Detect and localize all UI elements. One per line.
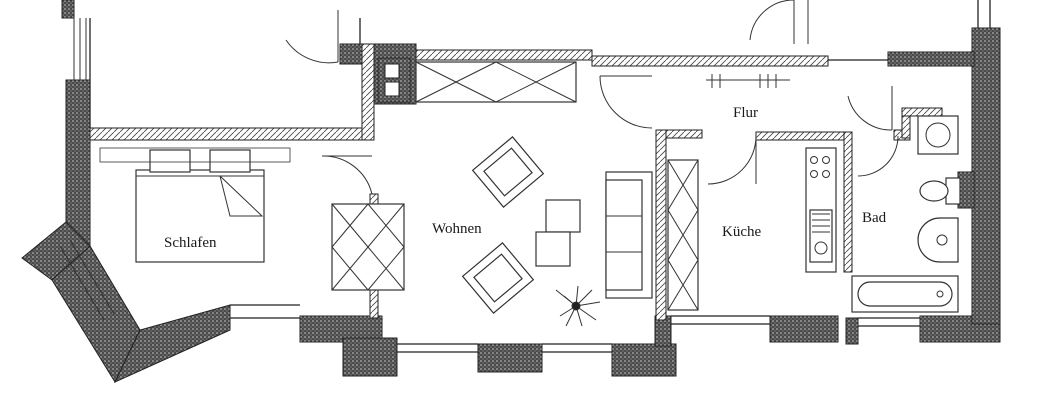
wardrobe-living-top	[415, 61, 577, 103]
flur-markers	[706, 74, 790, 88]
coffee-table-top	[545, 199, 581, 233]
washing-machine-icon	[917, 115, 959, 155]
double-bed	[99, 147, 291, 263]
toilet-icon	[919, 177, 961, 205]
doors	[285, 0, 899, 195]
room-label-flur: Flur	[733, 105, 758, 121]
armchair-bottom	[461, 242, 535, 314]
kitchen-counter	[805, 147, 837, 273]
coffee-table-bottom	[535, 231, 571, 267]
room-label-schlafen: Schlafen	[164, 235, 217, 251]
room-label-wohnen: Wohnen	[432, 221, 482, 237]
chimney-shaft	[377, 57, 411, 103]
room-outlines	[89, 0, 991, 353]
window-left-wall	[73, 18, 87, 80]
plant-icon	[555, 285, 601, 327]
bay-window	[59, 239, 115, 321]
room-label-kueche: Küche	[722, 224, 761, 240]
room-label-bad: Bad	[862, 210, 887, 226]
sofa	[605, 171, 653, 299]
wardrobe-kitchen	[667, 159, 699, 311]
wardrobe-bedroom	[331, 203, 405, 291]
sink-icon	[917, 217, 959, 263]
bathtub-icon	[851, 275, 959, 313]
armchair-top	[471, 136, 545, 208]
